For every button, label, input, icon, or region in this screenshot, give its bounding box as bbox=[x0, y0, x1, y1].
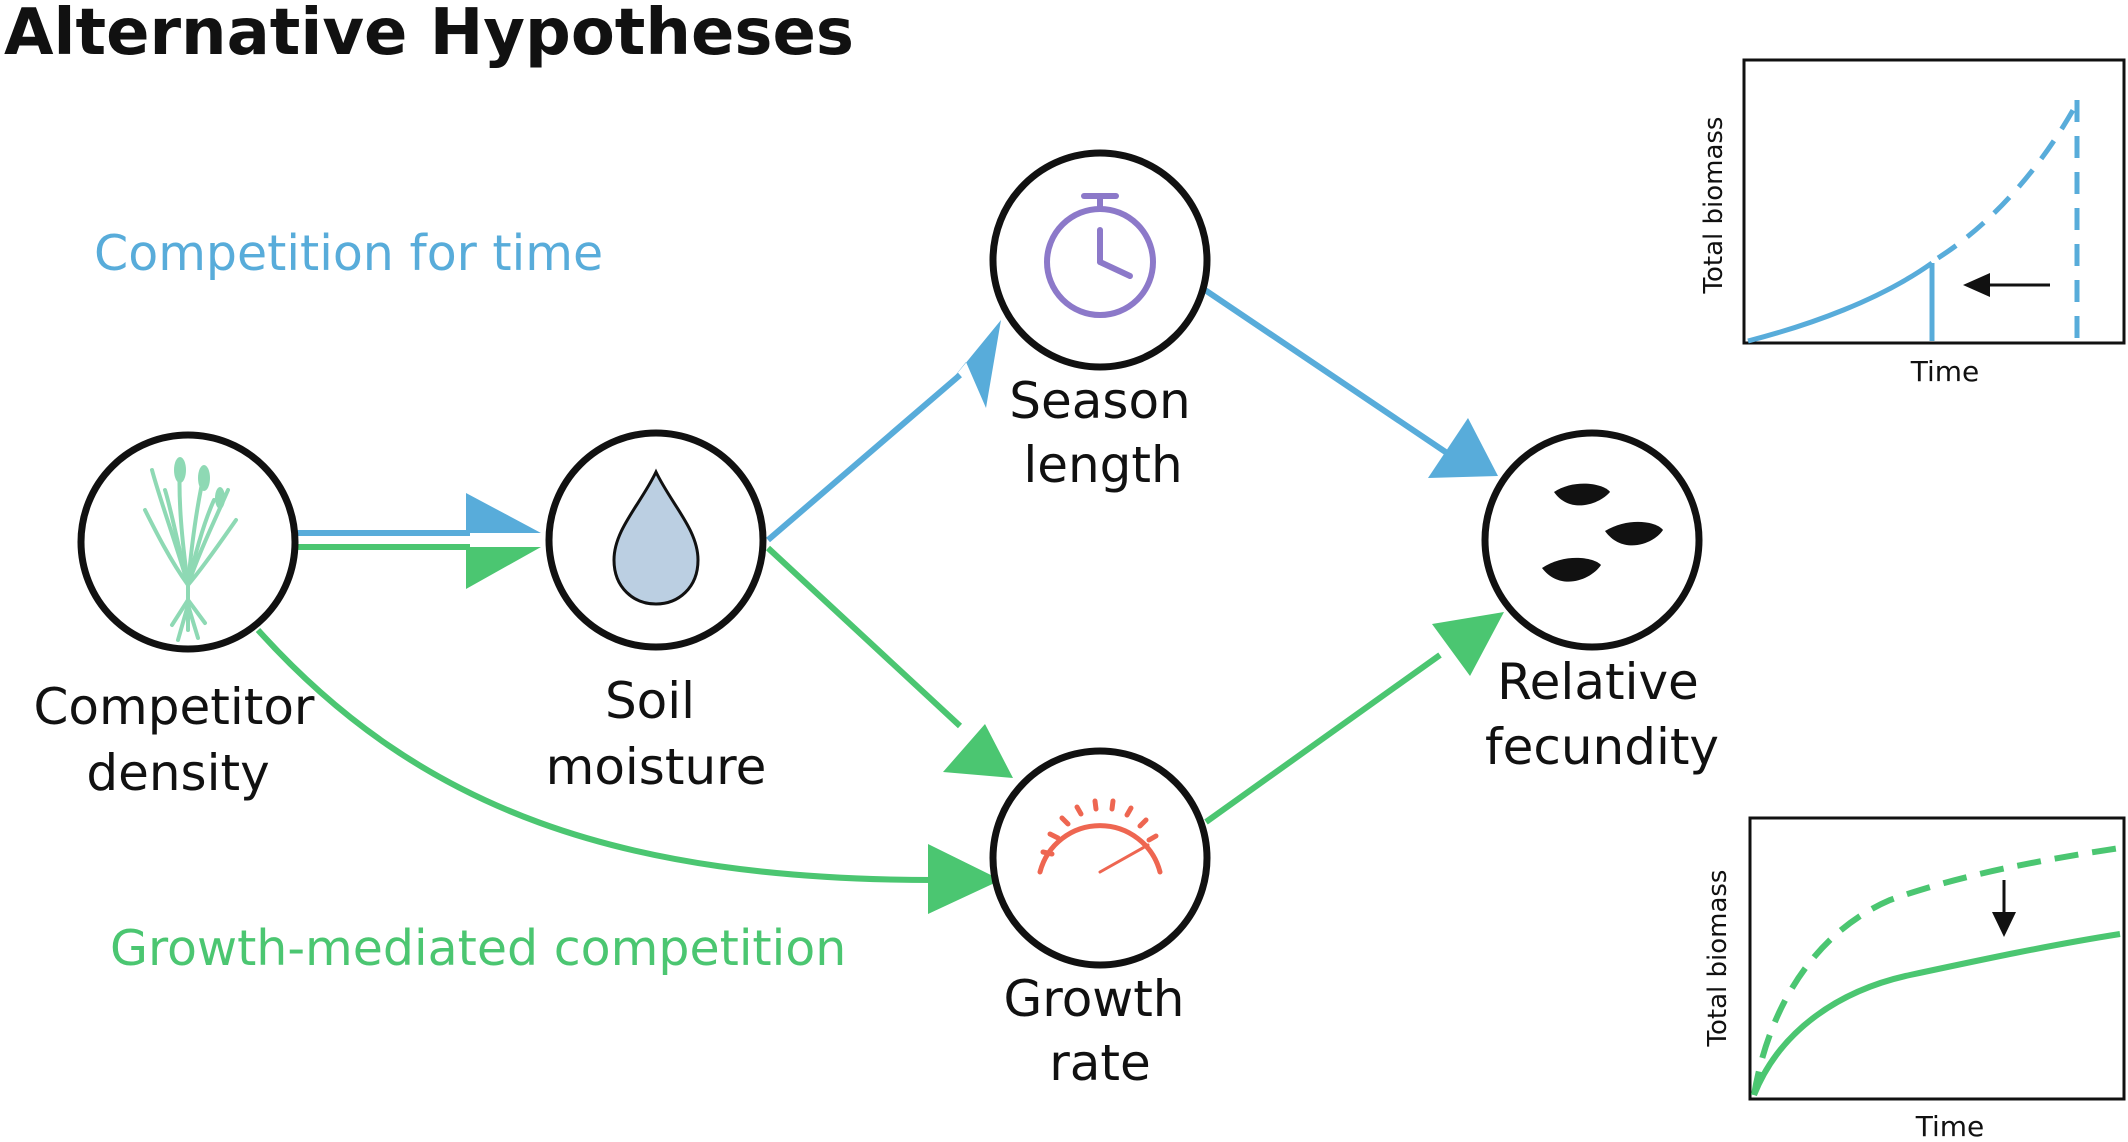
arrow-growth-to-fecundity bbox=[1204, 652, 1442, 825]
speedometer-icon bbox=[1037, 798, 1163, 875]
inset-top-dashed-curve bbox=[1936, 101, 2080, 261]
inset-growth-plot: Total biomass Time bbox=[1703, 816, 2126, 1142]
inset-bottom-frame bbox=[1748, 816, 2126, 1101]
left-arrow bbox=[1963, 273, 2050, 297]
node-label-fecundity-line2: fecundity bbox=[1485, 718, 1719, 776]
arrowhead-growth-from-competitor bbox=[928, 844, 1001, 914]
node-growth-rate: Growth rate bbox=[989, 747, 1211, 1092]
water-drop-icon bbox=[612, 468, 700, 606]
plant-flower-icons bbox=[174, 457, 225, 509]
node-circle-competitor bbox=[77, 431, 299, 653]
inset-bottom-xlabel: Time bbox=[1915, 1110, 1985, 1142]
node-circle-growth bbox=[989, 747, 1211, 969]
competition-for-time-label: Competition for time bbox=[94, 225, 603, 282]
node-label-competitor-line2: density bbox=[86, 744, 269, 802]
down-arrow bbox=[1992, 880, 2016, 937]
seeds-icon bbox=[1542, 483, 1663, 582]
arrowhead-fecundity-blue bbox=[1428, 418, 1498, 478]
green-arrowheads bbox=[466, 547, 1504, 914]
node-season-length: Season length bbox=[989, 149, 1211, 494]
inset-top-xlabel: Time bbox=[1910, 355, 1980, 388]
arrowhead-soil-green bbox=[466, 547, 541, 589]
arrow-soil-to-growth bbox=[765, 545, 963, 729]
plant-icon bbox=[143, 460, 238, 642]
inset-bottom-ylabel: Total biomass bbox=[1703, 870, 1733, 1048]
arrowhead-growth-from-soil bbox=[943, 724, 1013, 778]
node-relative-fecundity: Relative fecundity bbox=[1481, 429, 1719, 776]
node-label-fecundity-line1: Relative bbox=[1497, 653, 1699, 711]
green-arrows bbox=[255, 544, 1442, 883]
node-label-competitor-line1: Competitor bbox=[34, 678, 315, 736]
node-label-soil-line2: moisture bbox=[546, 738, 767, 796]
blue-arrows bbox=[297, 287, 1452, 543]
inset-bottom-dashed-curve bbox=[1751, 845, 2121, 1096]
growth-mediated-competition-label: Growth-mediated competition bbox=[110, 920, 846, 977]
node-label-growth-line2: rate bbox=[1049, 1034, 1151, 1092]
arrow-soil-to-season bbox=[766, 372, 962, 543]
node-soil-moisture: Soil moisture bbox=[545, 429, 767, 796]
node-label-soil-line1: Soil bbox=[605, 672, 695, 730]
node-competitor-density: Competitor density bbox=[34, 431, 315, 802]
node-label-growth-line1: Growth bbox=[1004, 970, 1185, 1028]
inset-top-ylabel: Total biomass bbox=[1699, 117, 1729, 295]
arrowhead-soil-blue bbox=[466, 493, 541, 533]
node-circle-fecundity bbox=[1481, 429, 1703, 651]
inset-top-solid-curve bbox=[1747, 260, 1934, 344]
arrow-competitor-to-growth bbox=[255, 627, 936, 883]
node-label-season-line2: length bbox=[1023, 436, 1182, 494]
inset-season-plot: Total biomass Time bbox=[1699, 58, 2126, 388]
arrowhead-season bbox=[942, 320, 1001, 408]
blue-arrowheads bbox=[466, 320, 1498, 533]
arrow-season-to-fecundity bbox=[1203, 287, 1452, 458]
arrowhead-fecundity-green bbox=[1432, 612, 1504, 676]
diagram-title: Alternative Hypotheses bbox=[4, 0, 854, 70]
inset-bottom-solid-curve bbox=[1751, 931, 2121, 1097]
node-label-season-line1: Season bbox=[1009, 372, 1190, 430]
stopwatch-icon bbox=[1044, 193, 1156, 318]
